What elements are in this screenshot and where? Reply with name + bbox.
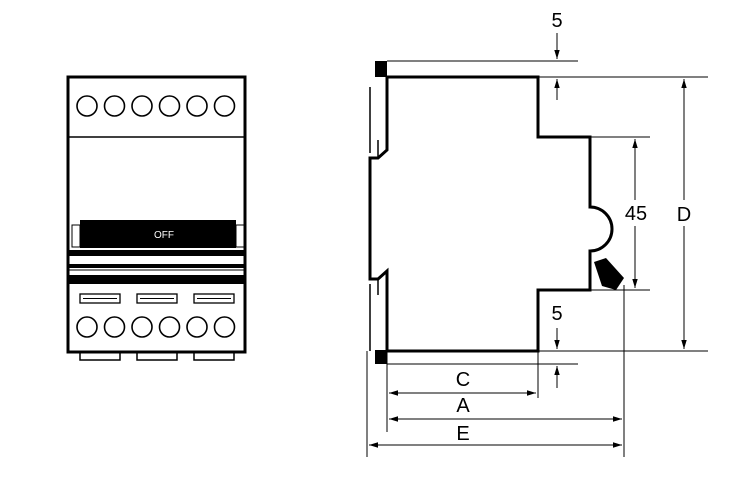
extension-lines <box>366 60 708 457</box>
rail-clip-bottom <box>369 279 379 351</box>
dim-45-label: 45 <box>625 203 647 225</box>
dim-bottom-5-label: 5 <box>551 303 562 325</box>
top-terminal-screw <box>76 95 98 117</box>
toggle-knob <box>594 258 624 290</box>
top-terminal-screw <box>158 95 181 117</box>
dim-d-label: D <box>677 204 691 226</box>
top-terminal-screw <box>131 95 153 117</box>
bottom-terminal-screw <box>186 316 208 338</box>
wire-entry-slot <box>136 293 178 304</box>
dim-e-label: E <box>456 423 469 445</box>
bottom-terminal-screw <box>213 316 236 338</box>
off-switch-left-tab <box>71 224 81 248</box>
top-terminal-screw <box>103 95 126 117</box>
side-view: 5 45 D 5 C A E <box>366 10 708 457</box>
off-label: OFF <box>154 230 174 241</box>
wire-entry-slot <box>193 293 235 304</box>
side-profile-outline <box>368 75 614 353</box>
bottom-clip <box>79 351 121 361</box>
dim-c-label: C <box>456 369 470 391</box>
top-terminal-row <box>76 95 236 117</box>
bottom-terminal-screw <box>76 316 98 338</box>
rail-clip-top <box>369 87 379 158</box>
din-rail-bottom-block <box>375 350 387 364</box>
front-view: OFF <box>66 75 247 361</box>
dim-top-5-label: 5 <box>551 10 562 32</box>
bottom-terminal-screw <box>131 316 153 338</box>
bottom-terminal-screw <box>158 316 181 338</box>
top-terminal-screw <box>186 95 208 117</box>
bottom-clip-row <box>79 351 235 361</box>
front-band-1 <box>68 250 245 256</box>
bottom-terminal-row <box>76 316 236 338</box>
wire-entry-slot <box>79 293 121 304</box>
bottom-slot-row <box>79 293 235 304</box>
off-switch <box>80 220 236 248</box>
top-terminal-screw <box>213 95 236 117</box>
bottom-clip <box>136 351 178 361</box>
front-band-3 <box>68 275 245 284</box>
front-view-outline <box>66 75 247 354</box>
bottom-terminal-screw <box>103 316 126 338</box>
bottom-clip <box>193 351 235 361</box>
dim-a-label: A <box>456 395 470 417</box>
din-rail-top-block <box>375 61 387 77</box>
front-band-2 <box>68 264 245 268</box>
off-switch-right-tab <box>235 224 245 248</box>
